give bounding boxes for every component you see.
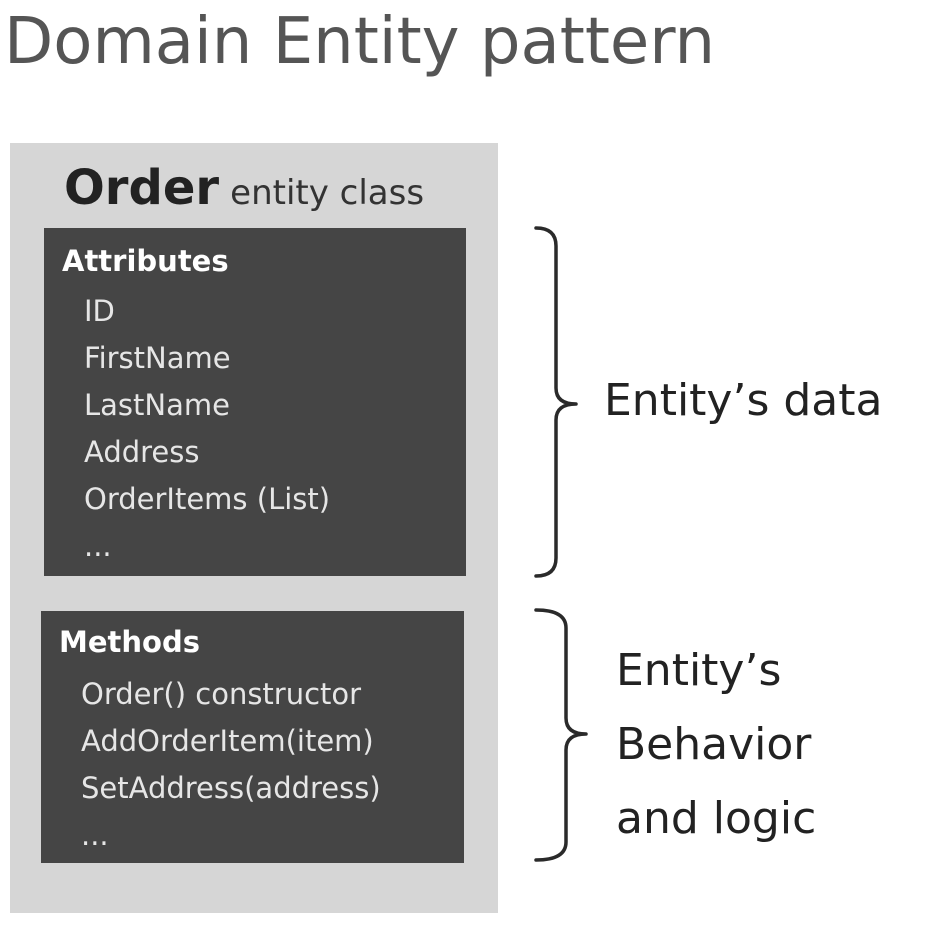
behavior-label-line: Entity’s (616, 645, 782, 696)
method-item: Order() constructor (81, 677, 362, 711)
methods-list: Order() constructor AddOrderItem(item) S… (81, 671, 381, 859)
method-item: AddOrderItem(item) (81, 724, 374, 758)
behavior-label-line: and logic (616, 793, 817, 844)
attribute-item: FirstName (84, 341, 231, 375)
diagram-title: Domain Entity pattern (4, 5, 716, 79)
attributes-panel: Attributes ID FirstName LastName Address… (44, 228, 466, 576)
attributes-list: ID FirstName LastName Address OrderItems… (84, 288, 330, 570)
data-brace (534, 226, 578, 578)
behavior-label-line: Behavior (616, 719, 812, 770)
attributes-heading: Attributes (62, 244, 229, 278)
entity-behavior-label: Entity’s Behavior and logic (616, 634, 816, 856)
attribute-item: ... (84, 529, 112, 563)
methods-heading: Methods (59, 625, 200, 659)
method-item: ... (81, 818, 109, 852)
entity-class-suffix: entity class (230, 173, 425, 213)
attribute-item: LastName (84, 388, 230, 422)
attribute-item: OrderItems (List) (84, 482, 331, 516)
attribute-item: Address (84, 435, 200, 469)
entity-data-label: Entity’s data (604, 375, 883, 426)
methods-panel: Methods Order() constructor AddOrderItem… (41, 611, 464, 863)
behavior-brace (534, 608, 588, 862)
entity-class-heading: Order entity class (64, 158, 424, 223)
attribute-item: ID (84, 294, 115, 328)
method-item: SetAddress(address) (81, 771, 381, 805)
entity-class-name: Order (64, 160, 220, 216)
